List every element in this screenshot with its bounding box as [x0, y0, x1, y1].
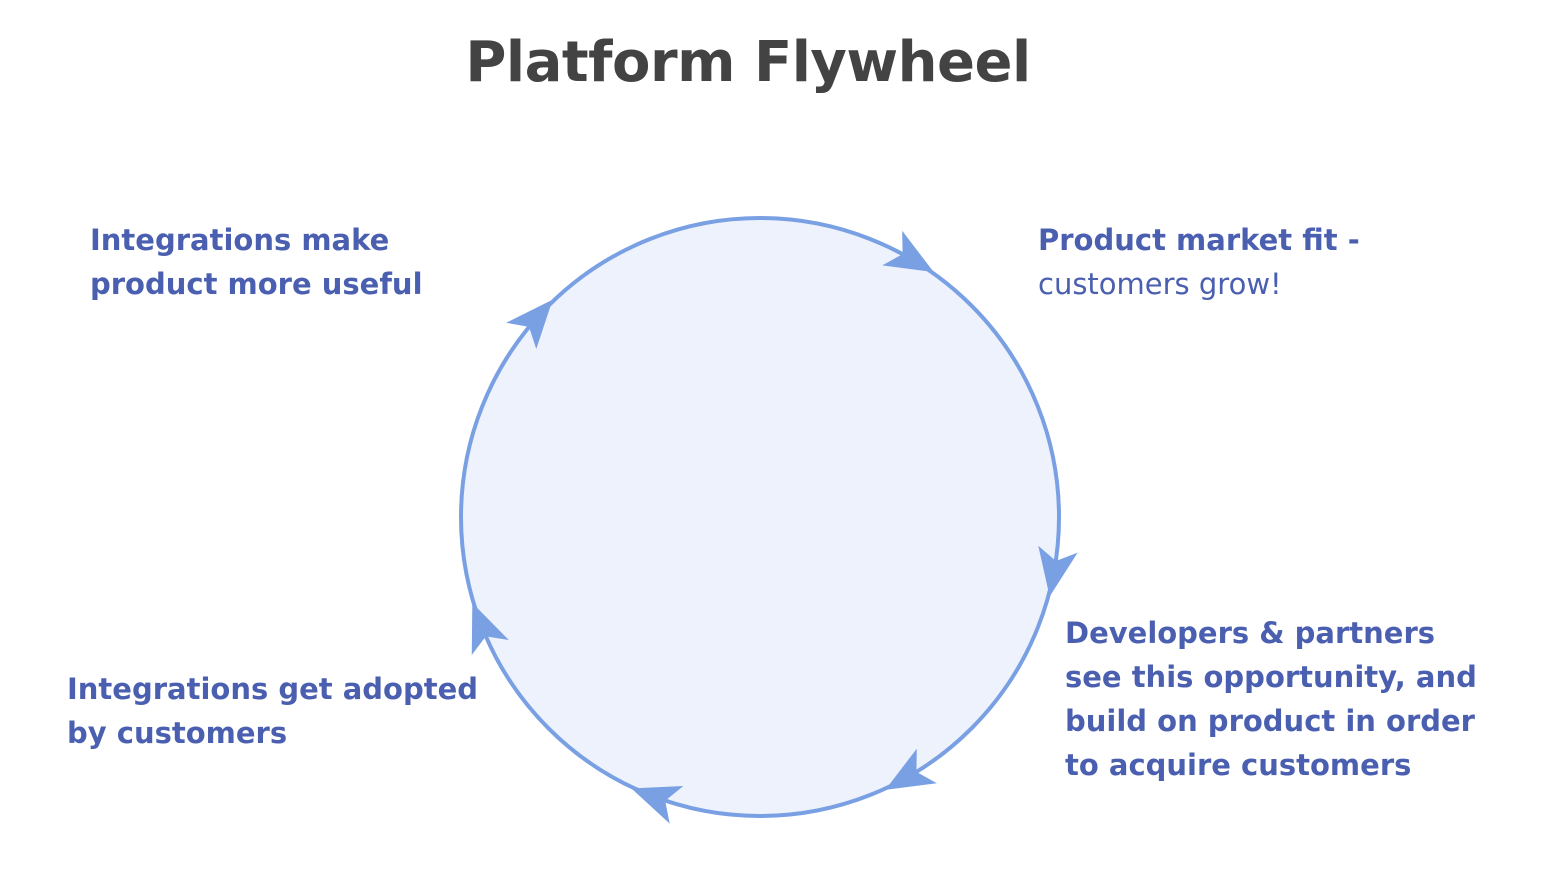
arrowhead-icon	[882, 230, 934, 273]
label-line: Integrations make	[90, 223, 390, 257]
label-developers-partners-build: Developers & partners see this opportuni…	[1065, 611, 1477, 787]
label-line: Integrations get adopted	[67, 672, 479, 706]
label-line: by customers	[67, 716, 288, 750]
page-title: Platform Flywheel	[465, 30, 1031, 95]
label-line: Developers & partners	[1065, 616, 1436, 650]
label-integrations-adopted: Integrations get adopted by customers	[67, 667, 478, 755]
label-line: to acquire customers	[1065, 748, 1412, 782]
label-line: customers grow!	[1038, 267, 1282, 301]
label-product-market-fit: Product market fit - customers grow!	[1038, 218, 1360, 306]
label-line: build on product in order	[1065, 704, 1475, 738]
arrowhead-icon	[885, 748, 937, 790]
arrowhead-icon	[1038, 545, 1078, 597]
arrowhead-icon	[471, 603, 509, 656]
label-line: see this opportunity, and	[1065, 660, 1477, 694]
label-line: product more useful	[90, 267, 423, 301]
flywheel-circle	[459, 216, 1061, 818]
arrowhead-icon	[506, 299, 553, 350]
flywheel-arrows	[471, 230, 1078, 824]
label-integrations-make-product-useful: Integrations make product more useful	[90, 218, 423, 306]
arrowhead-icon	[631, 786, 684, 824]
label-line: Product market fit -	[1038, 223, 1360, 257]
